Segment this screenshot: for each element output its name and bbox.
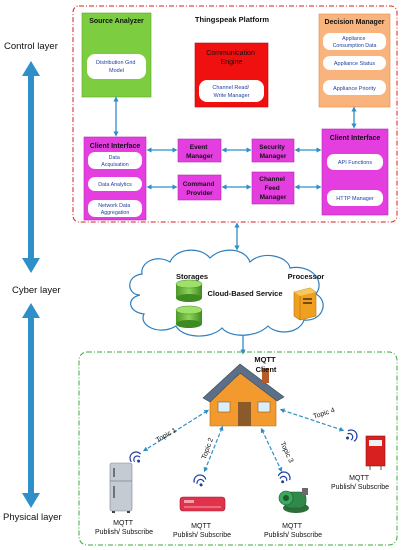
processor-label: Processor — [288, 272, 325, 281]
network-data-aggregation-1: Network Data — [98, 203, 130, 209]
network-data-aggregation-2: Aggregation — [101, 210, 130, 216]
appliance-status: Appliance Status — [334, 61, 376, 67]
appliance-consumption-1: Appliance — [342, 36, 365, 42]
device-label-water-pump: MQTT Publish/ Subscribe — [264, 523, 322, 539]
svg-text:Network Data Aggregation: Network Data Aggregation — [98, 203, 132, 216]
device-label-air-conditioner: MQTT Publish/ Subscribe — [173, 523, 231, 539]
source-analyzer-title: Source Analyzer — [89, 18, 144, 25]
source-analyzer-item-1: Distribution Grid — [96, 60, 135, 66]
cloud-service-label: Cloud-Based Service — [207, 289, 282, 298]
data-acquisation-2: Acquisation — [101, 162, 128, 168]
decision-manager-title: Decision Manager — [325, 19, 385, 26]
cyber-layer-label: Cyber layer — [12, 285, 61, 296]
svg-text:Data Acquisation: Data Acquisation — [101, 155, 128, 168]
command-provider: Command Provider — [177, 174, 222, 201]
device-label-refrigerator: MQTT Publish/ Subscribe — [95, 520, 153, 536]
decision-manager: Decision Manager Appliance Consumption D… — [318, 13, 391, 108]
air-conditioner-icon — [179, 496, 226, 512]
source-analyzer: Source Analyzer Distribution Grid Model — [81, 12, 152, 98]
platform-connectors — [113, 96, 357, 355]
communication-engine-item-1: Channel Read/ — [212, 85, 249, 91]
security-manager: Security Manager — [251, 138, 295, 163]
cloud-based-service: Storages Processor Cloud-Based Service — [129, 249, 325, 337]
client-interface-right: Client Interface API Functions HTTP Mana… — [321, 128, 389, 216]
processor-server-icon — [293, 287, 317, 321]
topic-2-label: Topic 2 — [201, 437, 215, 460]
svg-text:Event Manager: Event Manager — [186, 144, 213, 160]
control-cyber-arrow — [22, 61, 40, 273]
topic-3-label: Topic 3 — [278, 441, 294, 464]
http-manager: HTTP Manager — [336, 196, 374, 202]
svg-text:Distribution Grid Model: Distribution Grid Model — [96, 60, 137, 74]
appliance-consumption-2: Consumption Data — [333, 43, 377, 49]
client-interface-right-title: Client Interface — [330, 135, 381, 142]
svg-text:Communication Engine: Communication Engine — [206, 50, 257, 66]
appliance-priority: Appliance Priority — [333, 86, 376, 92]
control-layer-label: Control layer — [4, 41, 58, 52]
data-analytics: Data Analytics — [98, 182, 132, 188]
storages-label: Storages — [176, 272, 208, 281]
wifi-icon — [277, 471, 291, 484]
svg-text:Command Provider: Command Provider — [183, 181, 217, 197]
topic-1-label: Topic 1 — [155, 427, 178, 444]
thingspeak-platform-frame — [72, 5, 398, 223]
mqtt-client-house-icon — [202, 363, 285, 427]
source-analyzer-item-2: Model — [109, 68, 124, 74]
channel-feed-manager: Channel Feed Manager — [251, 171, 295, 205]
storage-cylinder-icon — [175, 279, 203, 302]
communication-engine-title-1: Communication — [206, 50, 255, 57]
svg-text:Channel Feed Manag: Channel Feed Manager — [259, 176, 287, 201]
water-heater-icon — [365, 435, 386, 470]
svg-text:Channel Read/ Write Mana: Channel Read/ Write Manager — [212, 85, 250, 99]
device-label-water-heater: MQTT Publish/ Subscribe — [331, 475, 389, 491]
svg-text:Appliance Consumption Da: Appliance Consumption Data — [333, 36, 377, 49]
data-acquisation-1: Data — [109, 155, 120, 161]
communication-engine: Communication Engine Channel Read/ Write… — [194, 42, 269, 108]
wifi-icon — [193, 474, 207, 487]
communication-engine-item-2: Write Manager — [214, 93, 250, 99]
topic-connectors — [142, 408, 345, 473]
event-manager: Event Manager — [177, 138, 222, 163]
communication-engine-title-2: Engine — [221, 59, 243, 66]
physical-layer-frame — [78, 351, 398, 546]
client-interface-left-title: Client Interface — [90, 143, 141, 150]
api-functions: API Functions — [338, 160, 372, 166]
physical-layer-label: Physical layer — [3, 512, 62, 523]
topic-4-label: Topic 4 — [313, 407, 336, 421]
storage-cylinder-icon — [175, 305, 203, 328]
platform-title: Thingspeak Platform — [195, 15, 270, 24]
cyber-physical-arrow — [22, 303, 40, 508]
svg-text:Security Manager: Security Manager — [259, 144, 287, 160]
wifi-icon — [346, 429, 358, 442]
client-interface-left: Client Interface Data Acquisation Data A… — [83, 136, 147, 221]
mqtt-client-label: MQTT Client — [254, 355, 277, 374]
water-pump-icon — [278, 488, 309, 513]
wifi-icon — [129, 451, 142, 463]
refrigerator-icon — [109, 462, 133, 513]
